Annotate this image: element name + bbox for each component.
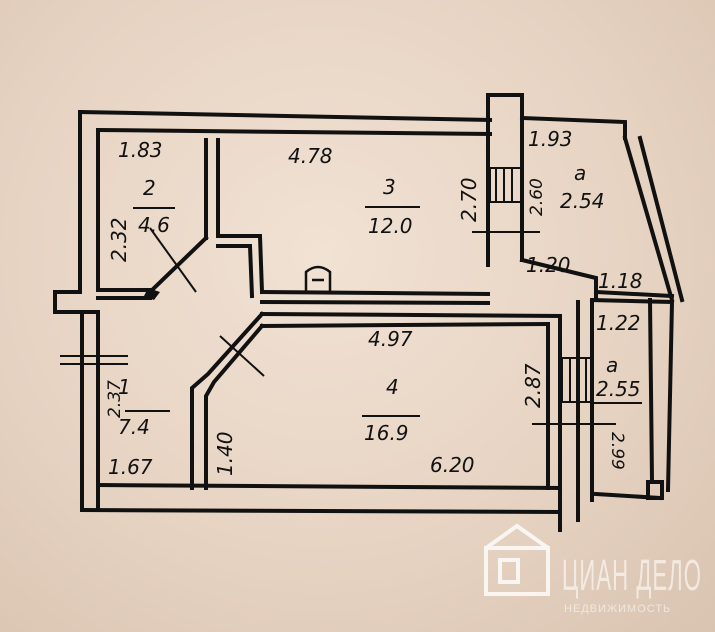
room-2-depth: 2.32: [107, 217, 131, 262]
balcony-bottom-letter: a: [606, 353, 618, 377]
balcony-top-area: 2.54: [560, 189, 605, 213]
balcony-bottom-width: 1.22: [596, 311, 641, 335]
house-logo-icon: [484, 523, 550, 596]
watermark-subtitle: НЕДВИЖИМОСТЬ: [564, 603, 671, 615]
room-4-width: 4.97: [368, 327, 413, 351]
room-3-number: 3: [383, 175, 396, 199]
room-4-number: 4: [386, 375, 399, 399]
watermark: ЦИАН ДЕЛО НЕДВИЖИМОСТЬ: [484, 523, 702, 615]
dim-1-40: 1.40: [213, 431, 237, 476]
room-dividers: [125, 206, 642, 417]
dim-6-20: 6.20: [430, 453, 475, 477]
room-3-area: 12.0: [368, 214, 413, 238]
room-4-area: 16.9: [364, 421, 409, 445]
room-1-depth: 2.37: [105, 380, 125, 418]
room-1-width: 1.67: [108, 455, 153, 479]
room-4-depth: 2.87: [521, 363, 545, 408]
dim-1-18: 1.18: [598, 269, 643, 293]
room-2-area: 4.6: [138, 213, 170, 237]
dim-1-20: 1.20: [526, 253, 571, 277]
balcony-top-width: 1.93: [528, 127, 573, 151]
room-2-width: 1.83: [118, 138, 163, 162]
room-2-number: 2: [143, 176, 156, 200]
watermark-title: ЦИАН ДЕЛО: [562, 551, 702, 600]
balcony-top-depth: 2.60: [527, 178, 547, 216]
room-1-area: 7.4: [118, 415, 150, 439]
wall-fills: [144, 288, 160, 300]
room-1-number: 1: [118, 375, 131, 399]
door-swings: [149, 227, 265, 377]
windows: [60, 167, 616, 425]
balcony-bottom-area: 2.55: [596, 377, 641, 401]
room-3-depth: 2.70: [457, 177, 481, 222]
balcony-bottom-depth: 2.99: [607, 432, 627, 470]
walls: [53, 93, 685, 532]
toilet-symbol: [304, 265, 332, 292]
balcony-top-letter: a: [574, 161, 586, 185]
room-3-width: 4.78: [288, 144, 333, 168]
